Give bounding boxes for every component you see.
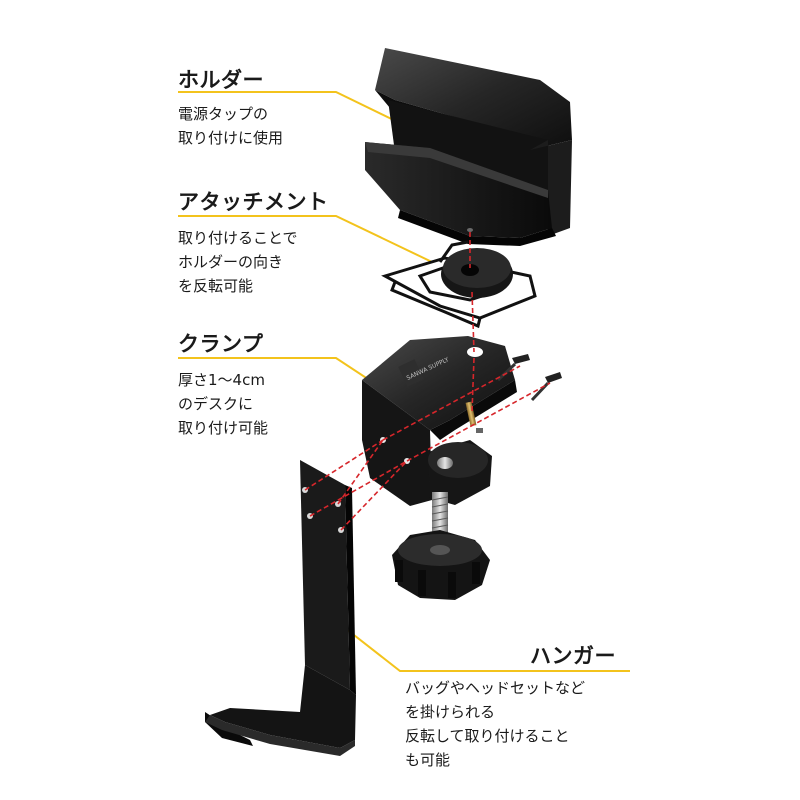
guide-bolt-upper <box>382 365 521 441</box>
holder-title: ホルダー <box>178 68 264 92</box>
hanger-part <box>205 460 356 756</box>
clamp-desc-line-1: 厚さ1〜4cm <box>178 371 265 389</box>
guide-hanger-left-lower <box>309 460 408 517</box>
hanger-callout: バッグやヘッドセットなど を掛けられる 反転して取り付けること も可能 <box>405 676 585 772</box>
hanger-title: ハンガー <box>530 644 616 668</box>
guide-bolt-lower <box>406 382 551 462</box>
holder-callout: ホルダー 電源タップの 取り付けに使用 <box>178 64 283 150</box>
attachment-desc-line-3: を反転可能 <box>178 277 254 295</box>
clamp-desc-line-2: のデスクに <box>178 395 254 413</box>
guide-hanger-upper <box>337 439 384 505</box>
attachment-part <box>381 240 537 329</box>
hanger-desc-line-2: を掛けられる <box>405 703 496 721</box>
alignment-guides <box>304 232 551 531</box>
guide-attachment-clamp <box>471 291 475 353</box>
guide-clamp-screw <box>471 357 475 413</box>
clamp-part: SANWA SUPPLY <box>362 336 562 600</box>
hanger-desc-line-4: も可能 <box>405 751 451 769</box>
holder-description: 電源タップの 取り付けに使用 <box>178 102 283 150</box>
clamp-title: クランプ <box>178 332 264 356</box>
holder-desc-line-1: 電源タップの <box>178 105 269 123</box>
sanwa-logo-icon <box>398 359 424 387</box>
attachment-callout: アタッチメント 取り付けることで ホルダーの向き を反転可能 <box>178 186 329 298</box>
clamp-description: 厚さ1〜4cm のデスクに 取り付け可能 <box>178 368 268 440</box>
attachment-desc-line-2: ホルダーの向き <box>178 253 284 271</box>
leader-line-attachment <box>178 215 433 263</box>
holder-desc-line-2: 取り付けに使用 <box>178 129 284 147</box>
hanger-description: バッグやヘッドセットなど を掛けられる 反転して取り付けること も可能 <box>405 676 585 772</box>
holder-part <box>365 48 572 246</box>
hanger-desc-line-3: 反転して取り付けること <box>405 727 570 745</box>
attachment-desc-line-1: 取り付けることで <box>178 229 298 247</box>
hanger-title-box: ハンガー <box>530 640 616 670</box>
leader-line-hanger <box>344 627 630 672</box>
attachment-description: 取り付けることで ホルダーの向き を反転可能 <box>178 226 329 298</box>
clamp-desc-line-3: 取り付け可能 <box>178 419 269 437</box>
attachment-title: アタッチメント <box>178 190 329 214</box>
leader-line-holder <box>178 91 409 128</box>
clamp-callout: クランプ 厚さ1〜4cm のデスクに 取り付け可能 <box>178 328 268 440</box>
leader-lines <box>178 91 630 672</box>
hanger-desc-line-1: バッグやヘッドセットなど <box>405 679 586 697</box>
